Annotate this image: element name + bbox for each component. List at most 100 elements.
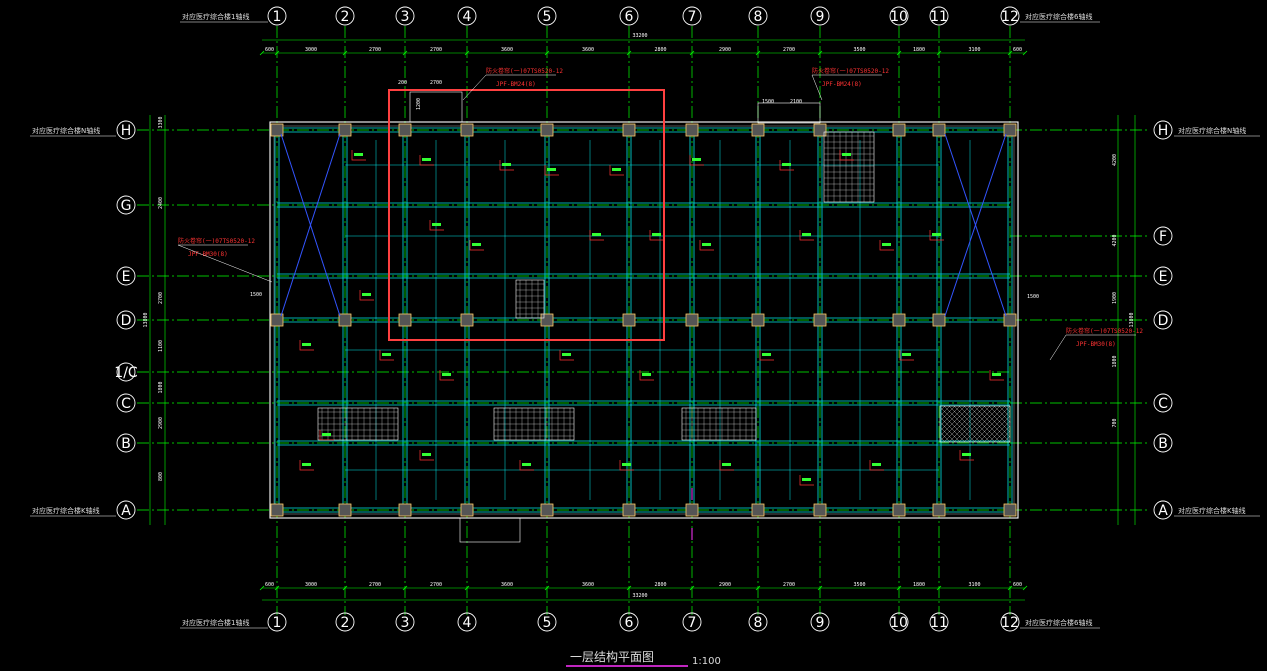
annotation-leader — [462, 74, 487, 101]
axis-label-top: 6 — [625, 9, 634, 25]
rebar-mark — [439, 370, 454, 381]
column — [892, 123, 906, 137]
hatch-line — [958, 405, 996, 443]
small-dimension: 1500 — [250, 292, 262, 298]
rebar-label — [302, 463, 311, 466]
rebar-label — [722, 463, 731, 466]
column — [751, 123, 765, 137]
column — [685, 313, 699, 327]
rebar-label — [422, 158, 431, 161]
dimension-right: 1800 — [1112, 355, 1118, 367]
small-dimension: 1200 — [416, 98, 422, 110]
axis-reference-note: 对应医疗综合楼N轴线 — [32, 126, 100, 135]
axis-label-top: 11 — [930, 9, 948, 25]
axis-bubble — [116, 310, 136, 330]
rebar-mark — [799, 475, 814, 486]
dimension-tick — [274, 585, 280, 591]
axis-bubble — [1153, 310, 1173, 330]
rebar-mark — [699, 240, 714, 251]
axis-label-bottom: 9 — [816, 615, 825, 631]
axis-label-bottom: 10 — [890, 615, 908, 631]
axis-label-top: 2 — [341, 9, 350, 25]
hatch-line — [939, 416, 966, 443]
small-dimension: 2100 — [790, 99, 802, 105]
axis-label-bottom: 12 — [1001, 615, 1019, 631]
column — [338, 313, 352, 327]
rebar-label — [642, 373, 651, 376]
axis-label-top: 5 — [543, 9, 552, 25]
rebar-label — [692, 158, 701, 161]
axis-bubble — [537, 6, 557, 26]
dimension-tick — [274, 50, 280, 56]
column — [398, 123, 412, 137]
axis-bubble — [335, 612, 355, 632]
dimension-bottom: 3600 — [582, 582, 594, 588]
axis-bubble — [810, 612, 830, 632]
dimension-tick — [689, 50, 695, 56]
annotation-line1: 防火卷帘(一)07TS0520-12 — [812, 67, 889, 75]
annotation-line2: JPF-BM24(8) — [496, 81, 536, 88]
dimension-left-total: 13800 — [143, 312, 149, 327]
rebar-mark — [299, 460, 314, 471]
column — [460, 503, 474, 517]
dimension-top: 3000 — [305, 47, 317, 53]
axis-label-right: E — [1159, 269, 1168, 285]
hatch-line — [998, 430, 1011, 443]
entrance-outline — [459, 517, 521, 543]
axis-bubble — [537, 612, 557, 632]
hatch-line — [1003, 435, 1011, 443]
axis-reference-note: 对应医疗综合楼K轴线 — [1178, 506, 1246, 515]
dimension-tick — [464, 585, 470, 591]
column — [270, 123, 284, 137]
hatch-line — [978, 410, 1011, 443]
column — [892, 313, 906, 327]
dimension-left: 2400 — [158, 197, 164, 209]
axis-bubble — [889, 6, 909, 26]
axis-bubble — [395, 6, 415, 26]
axis-reference-note: 对应医疗综合楼6轴线 — [1025, 618, 1092, 627]
axis-bubble — [395, 612, 415, 632]
axis-label-bottom: 5 — [543, 615, 552, 631]
rebar-mark — [319, 430, 334, 441]
hatch-line — [939, 405, 966, 432]
annotation-line1: 防火卷帘(一)07TS0520-12 — [486, 67, 563, 75]
column — [932, 503, 946, 517]
dimension-top: 2800 — [654, 47, 666, 53]
annotation-line1: 防火卷帘(一)07TS0520-12 — [178, 237, 255, 245]
dimension-tick — [544, 585, 550, 591]
dimension-bottom: 2800 — [654, 582, 666, 588]
axis-reference-note: 对应医疗综合楼1轴线 — [182, 618, 249, 627]
hatch-line — [939, 421, 961, 443]
dimension-right-total: 13800 — [1129, 312, 1135, 327]
axis-label-left: A — [121, 503, 131, 519]
rebar-mark — [299, 340, 314, 351]
rebar-mark — [469, 240, 484, 251]
hatch-line — [988, 420, 1011, 443]
annotation-leader — [1049, 334, 1067, 361]
axis-bubble — [1153, 433, 1173, 453]
rebar-mark — [799, 230, 814, 241]
dimension-tick — [936, 50, 942, 56]
axis-label-bottom: 6 — [625, 615, 634, 631]
axis-bubble — [619, 6, 639, 26]
column — [398, 313, 412, 327]
dimension-top: 2700 — [783, 47, 795, 53]
rebar-label — [382, 353, 391, 356]
drawing-title: 一层结构平面图 — [570, 649, 654, 664]
column — [622, 123, 636, 137]
column — [622, 503, 636, 517]
dimension-tick — [464, 50, 470, 56]
axis-label-bottom: 1 — [273, 615, 282, 631]
dimension-left: 1100 — [158, 340, 164, 352]
axis-bubble — [1000, 612, 1020, 632]
hatch-line — [939, 426, 956, 443]
axis-label-left: H — [121, 123, 132, 139]
dimension-tick — [936, 585, 942, 591]
dimension-tick — [689, 585, 695, 591]
axis-bubble — [116, 500, 136, 520]
dimension-tick — [342, 585, 348, 591]
column — [751, 503, 765, 517]
rebar-label — [502, 163, 511, 166]
rebar-mark — [959, 450, 974, 461]
dimension-left: 800 — [158, 472, 164, 481]
